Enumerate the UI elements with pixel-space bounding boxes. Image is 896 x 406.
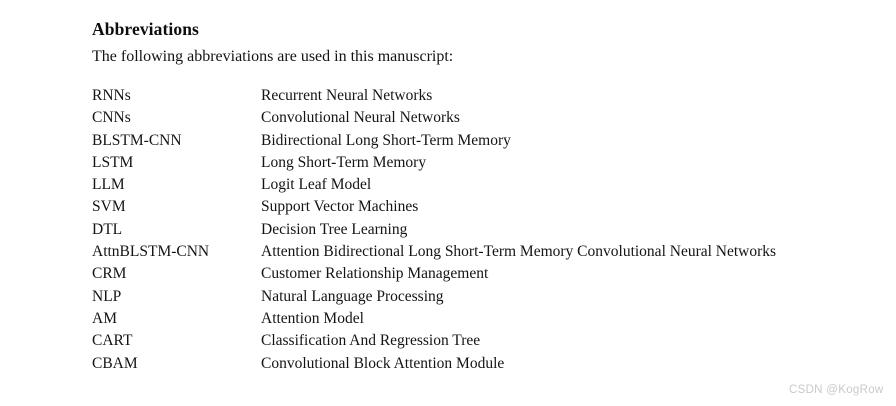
table-row: LSTM Long Short-Term Memory	[92, 152, 882, 174]
abbreviation-definition: Long Short-Term Memory	[261, 153, 427, 171]
abbreviation-term: AttnBLSTM-CNN	[92, 243, 210, 261]
abbreviation-definition: Bidirectional Long Short-Term Memory	[261, 131, 511, 149]
abbreviation-term: CRM	[92, 265, 127, 283]
table-row: NLP Natural Language Processing	[92, 286, 882, 308]
abbreviation-term: CBAM	[92, 354, 138, 372]
abbreviation-definition: Attention Bidirectional Long Short-Term …	[261, 243, 777, 261]
table-row: CART Classification And Regression Tree	[92, 330, 882, 352]
table-row: LLM Logit Leaf Model	[92, 174, 882, 196]
table-row: SVM Support Vector Machines	[92, 196, 882, 218]
table-row: AM Attention Model	[92, 308, 882, 330]
abbreviation-definition: Support Vector Machines	[261, 198, 419, 216]
abbreviation-definition: Classification And Regression Tree	[261, 332, 481, 350]
watermark: CSDN @KogRow	[789, 384, 884, 396]
table-row: CBAM Convolutional Block Attention Module	[92, 353, 882, 375]
abbreviation-definition: Convolutional Block Attention Module	[261, 354, 505, 372]
table-row: AttnBLSTM-CNN Attention Bidirectional Lon…	[92, 241, 882, 263]
abbreviation-definition: Logit Leaf Model	[261, 176, 372, 194]
abbreviation-definition: Customer Relationship Management	[261, 265, 489, 283]
abbreviation-term: CART	[92, 332, 133, 350]
abbreviation-term: DTL	[92, 220, 123, 238]
abbreviation-term: NLP	[92, 287, 122, 305]
table-row: DTL Decision Tree Learning	[92, 219, 882, 241]
table-row: RNNs Recurrent Neural Networks	[92, 85, 882, 107]
table-row: BLSTM-CNN Bidirectional Long Short-Term M…	[92, 130, 882, 152]
abbreviation-term: AM	[92, 309, 117, 327]
abbreviation-definition: Attention Model	[261, 309, 364, 327]
abbreviation-term: LLM	[92, 176, 125, 194]
table-row: CNNs Convolutional Neural Networks	[92, 107, 882, 129]
abbreviation-term: LSTM	[92, 153, 134, 171]
abbreviation-definition: Convolutional Neural Networks	[261, 109, 460, 127]
abbreviation-definition: Recurrent Neural Networks	[261, 87, 433, 104]
abbreviation-term: CNNs	[92, 109, 131, 127]
abbreviation-term: BLSTM-CNN	[92, 131, 182, 149]
abbreviation-term: SVM	[92, 198, 126, 216]
abbreviation-definition: Natural Language Processing	[261, 287, 444, 305]
page-title: Abbreviations	[92, 19, 199, 39]
abbreviation-definition: Decision Tree Learning	[261, 220, 408, 238]
abbreviation-term: RNNs	[92, 87, 131, 104]
intro-paragraph: The following abbreviations are used in …	[92, 48, 454, 65]
table-row: CRM Customer Relationship Management	[92, 263, 882, 285]
